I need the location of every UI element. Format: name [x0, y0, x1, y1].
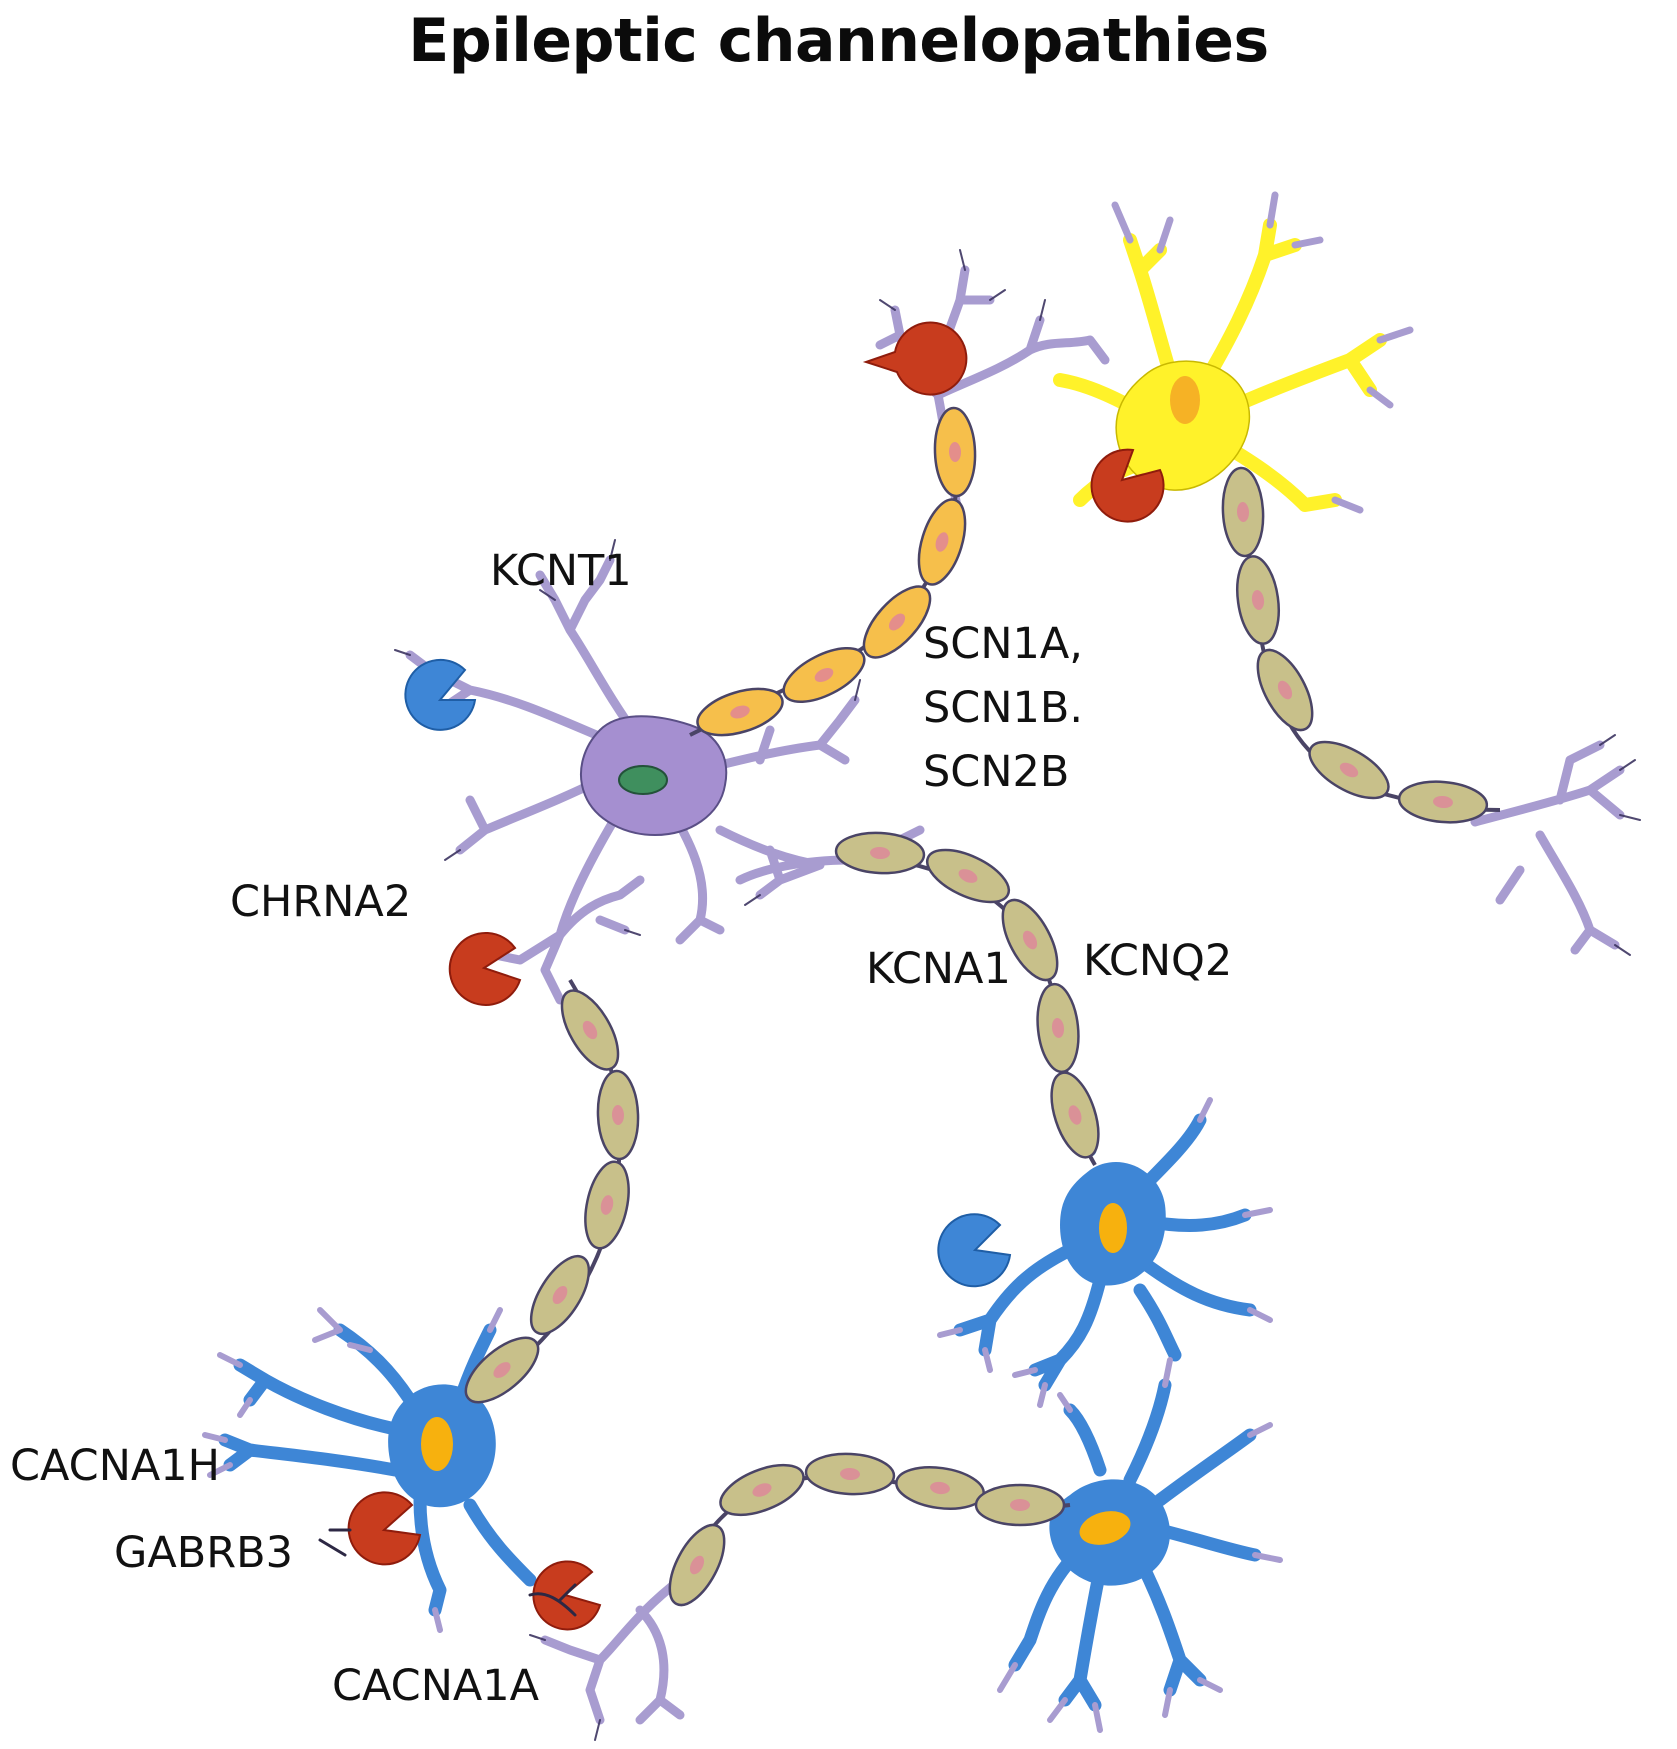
myelinated-axon-chrna2 [454, 978, 641, 1415]
receptor-icon [347, 1491, 422, 1566]
label-cacna1a: CACNA1A [332, 1661, 540, 1711]
label-kcnq2: KCNQ2 [1083, 936, 1232, 986]
blue-neuron-right [937, 1088, 1273, 1408]
label-scn2b: SCN2B [923, 747, 1069, 797]
myelinated-axon-yellow [1219, 465, 1501, 828]
label-kcnt1: KCNT1 [490, 546, 632, 596]
receptor-icon [862, 321, 968, 396]
receptor-icon [1090, 448, 1165, 523]
receptor-icon [404, 658, 477, 731]
purple-neuron-nucleus [618, 765, 668, 795]
myelinated-axon-orange [689, 406, 978, 746]
dendrite-branches [405, 265, 1625, 1725]
receptor-icon [937, 1213, 1012, 1288]
blue-neuron-left [202, 1307, 537, 1633]
label-kcna1: KCNA1 [866, 944, 1011, 994]
myelinated-axon-cacna1a [657, 1450, 1071, 1615]
label-scn1a: SCN1A, [923, 619, 1083, 669]
myelinated-axon-kcnq2 [833, 829, 1109, 1167]
receptor-icon [532, 1560, 602, 1631]
receptor-icon [448, 931, 522, 1006]
label-chrna2: CHRNA2 [230, 877, 411, 927]
label-scn1b: SCN1B. [923, 683, 1083, 733]
diagram-title: Epileptic channelopathies [408, 6, 1269, 76]
label-cacna1h: CACNA1H [10, 1441, 220, 1491]
label-gabrb3: GABRB3 [114, 1528, 293, 1578]
yellow-neuron [1053, 191, 1414, 514]
blue-neuron-bottom [997, 1357, 1283, 1733]
